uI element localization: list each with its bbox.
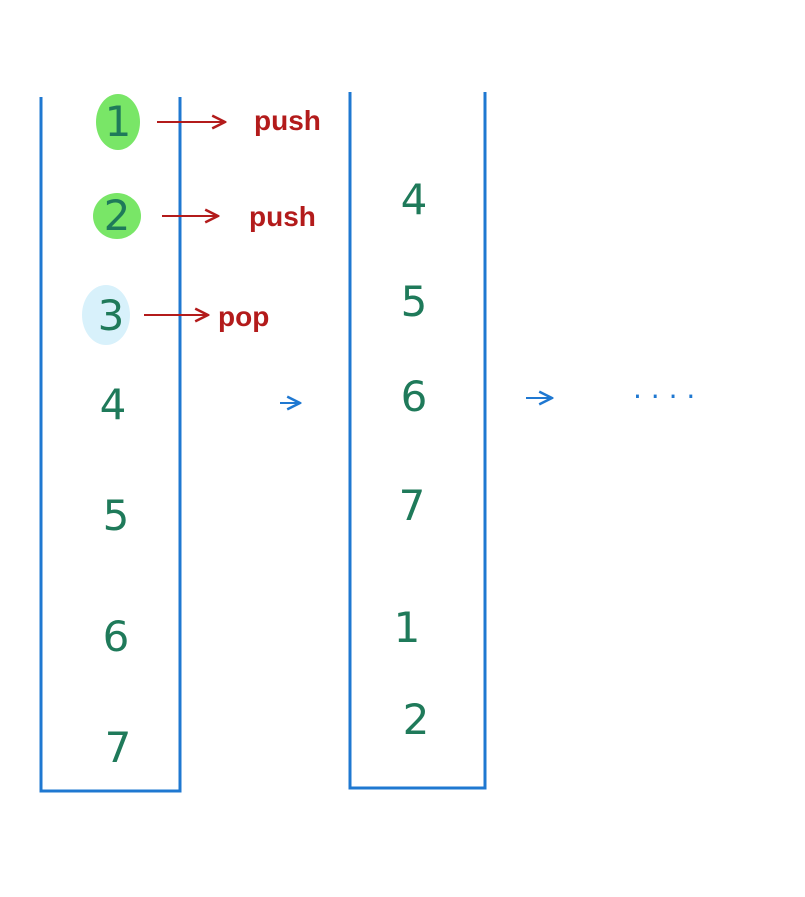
pop-label: pop (218, 301, 269, 332)
left-stack-item: 5 (103, 491, 130, 540)
left-stack-container (39, 97, 182, 793)
left-stack-item: 4 (100, 380, 127, 429)
right-stack-item: 7 (399, 481, 426, 530)
right-stack-item: 1 (394, 603, 421, 652)
left-stack-item: 1 (105, 97, 132, 146)
left-stack-item: 2 (104, 191, 131, 240)
right-stack-item: 6 (401, 372, 428, 421)
right-stack-item: 5 (401, 277, 428, 326)
push-highlight-2 (93, 193, 141, 239)
left-stack-item: 6 (103, 612, 130, 661)
push-label: push (254, 105, 321, 136)
pop-highlight-3 (82, 285, 130, 345)
left-stack-item: 7 (105, 723, 132, 772)
push-label: push (249, 201, 316, 232)
right-stack-item: 2 (403, 695, 430, 744)
right-stack-item: 4 (401, 175, 428, 224)
push-highlight-1 (96, 94, 140, 150)
continuation-ellipsis: . . . . (633, 372, 695, 405)
left-stack-item: 3 (98, 291, 125, 340)
right-stack-container (348, 92, 487, 790)
